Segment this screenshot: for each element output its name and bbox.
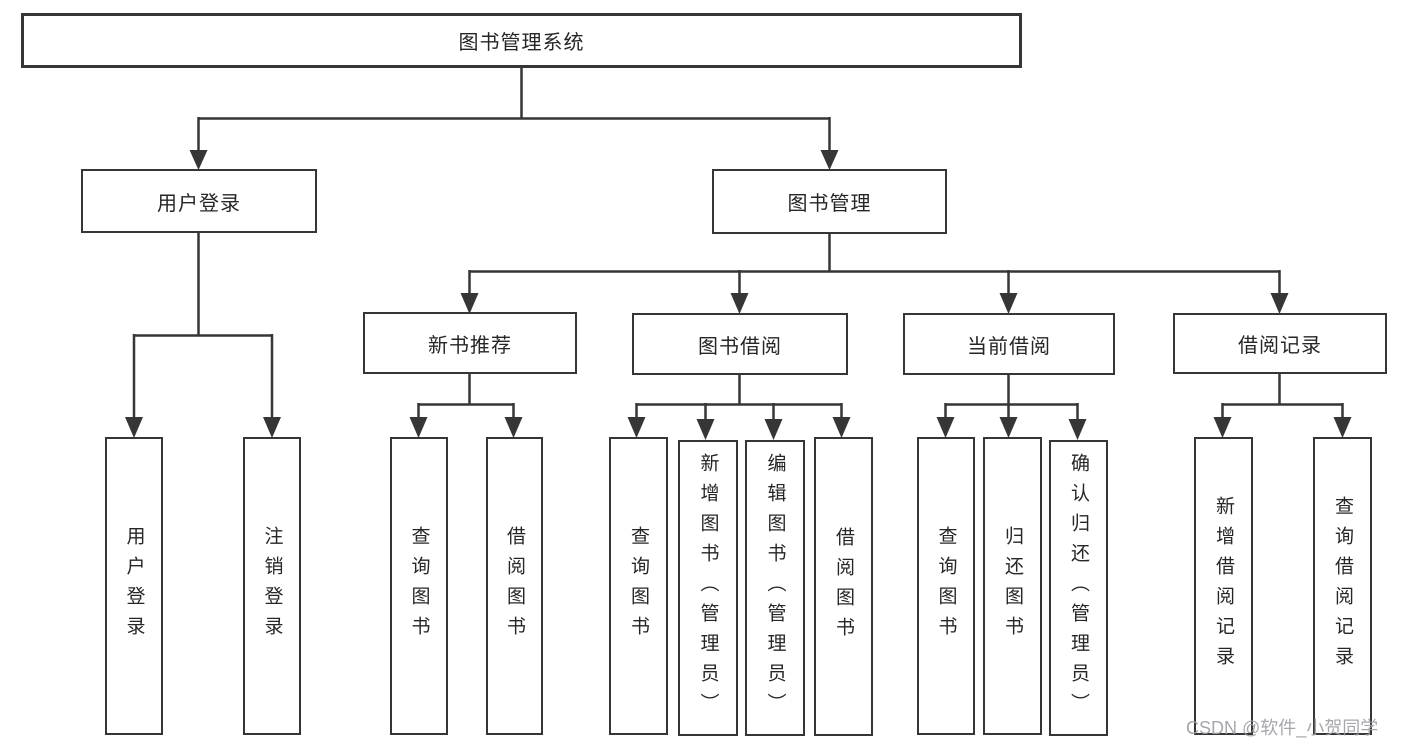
arrowhead — [460, 293, 479, 314]
node-book-mgmt: 图书管理 — [712, 169, 947, 234]
arrowhead — [189, 150, 208, 170]
node-borrow-books-borrow: 借阅图书 — [814, 437, 873, 736]
node-new-book-rec-label: 新书推荐 — [428, 334, 512, 357]
arrowhead — [730, 293, 749, 314]
node-return-books-label: 归还图书 — [1002, 526, 1023, 646]
node-add-book-admin: 新增图书（管理员） — [678, 440, 738, 736]
node-query-borrow-record: 查询借阅记录 — [1313, 437, 1372, 735]
node-query-books-borrow-label: 查询图书 — [628, 526, 649, 646]
node-edit-book-admin: 编辑图书（管理员） — [745, 440, 805, 736]
arrowhead — [125, 417, 143, 438]
arrowhead — [832, 417, 851, 438]
node-borrow-books-borrow-label: 借阅图书 — [833, 526, 854, 647]
node-user-login-op: 用户登录 — [105, 437, 163, 735]
node-user-login-label: 用户登录 — [157, 192, 241, 215]
node-confirm-return-admin-label: 确认归还（管理员） — [1068, 453, 1089, 723]
node-current-borrow: 当前借阅 — [903, 313, 1115, 375]
node-borrow-records-label: 借阅记录 — [1238, 335, 1322, 357]
node-borrow-books-new-label: 借阅图书 — [504, 526, 525, 646]
arrowhead — [820, 150, 839, 170]
node-book-borrow: 图书借阅 — [632, 313, 848, 375]
node-add-book-admin-label: 新增图书（管理员） — [697, 453, 719, 723]
arrowhead — [936, 417, 955, 438]
node-current-borrow-label: 当前借阅 — [967, 335, 1051, 358]
node-new-book-rec: 新书推荐 — [363, 312, 577, 374]
node-confirm-return-admin: 确认归还（管理员） — [1049, 440, 1108, 736]
node-query-books-new: 查询图书 — [390, 437, 448, 735]
arrowhead — [409, 417, 428, 438]
node-book-borrow-label: 图书借阅 — [698, 335, 782, 358]
arrowhead — [1068, 419, 1087, 440]
node-return-books: 归还图书 — [983, 437, 1042, 735]
arrowhead — [504, 417, 523, 438]
node-logout-op-label: 注销登录 — [261, 526, 283, 646]
node-user-login: 用户登录 — [81, 169, 317, 233]
node-add-borrow-record: 新增借阅记录 — [1194, 437, 1253, 735]
arrowhead — [999, 417, 1018, 438]
node-edit-book-admin-label: 编辑图书（管理员） — [764, 453, 786, 723]
node-logout-op: 注销登录 — [243, 437, 301, 735]
node-add-borrow-record-label: 新增借阅记录 — [1213, 496, 1234, 676]
arrowhead — [999, 293, 1018, 314]
node-root: 图书管理系统 — [21, 13, 1022, 68]
watermark: CSDN @软件_小贺同学 — [1186, 718, 1379, 738]
node-user-login-op-label: 用户登录 — [123, 526, 145, 646]
node-borrow-records: 借阅记录 — [1173, 313, 1387, 374]
node-borrow-books-new: 借阅图书 — [486, 437, 543, 735]
node-query-books-current: 查询图书 — [917, 437, 975, 735]
node-book-mgmt-label: 图书管理 — [787, 193, 872, 215]
node-query-borrow-record-label: 查询借阅记录 — [1332, 496, 1353, 676]
arrowhead — [1270, 293, 1289, 314]
arrowhead — [263, 417, 281, 438]
node-query-books-current-label: 查询图书 — [935, 526, 957, 646]
arrowhead — [1213, 417, 1232, 438]
node-root-label: 图书管理系统 — [458, 32, 585, 54]
node-query-books-new-label: 查询图书 — [408, 526, 430, 646]
arrowhead — [1333, 417, 1352, 438]
arrowhead — [627, 417, 646, 438]
node-query-books-borrow: 查询图书 — [609, 437, 668, 735]
arrowhead — [764, 419, 783, 440]
arrowhead — [696, 419, 715, 440]
